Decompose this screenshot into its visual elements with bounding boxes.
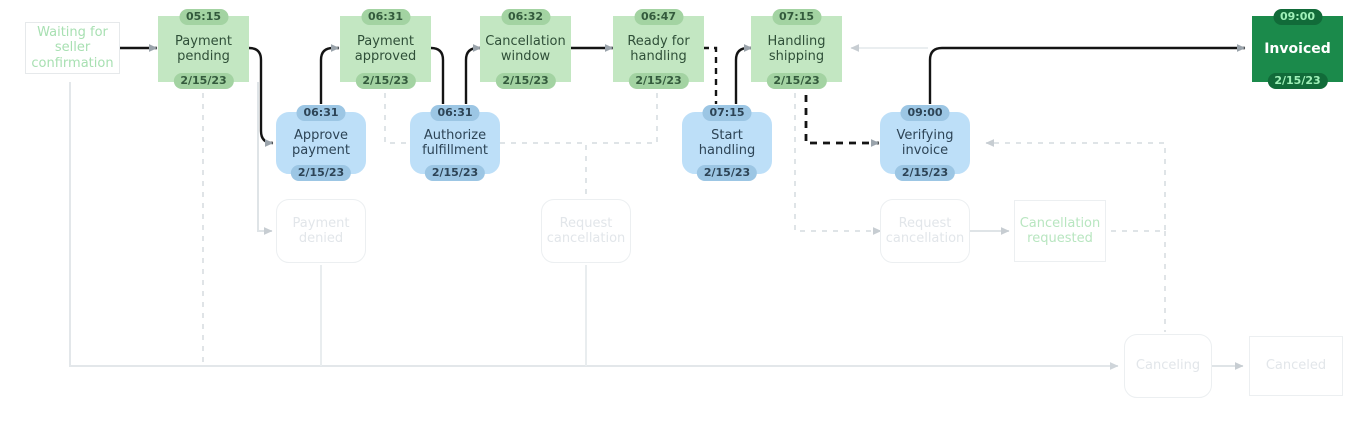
node-label: Canceling [1135,358,1201,374]
node-canceling[interactable]: Canceling [1124,334,1212,398]
date-badge: 2/15/23 [894,165,956,181]
node-label: Request cancellation [885,215,965,246]
node-label: Canceled [1265,358,1327,374]
node-label: Authorize fulfillment [422,127,488,158]
date-badge: 2/15/23 [495,73,556,89]
edge-approve-payment-to-payment-approved [319,44,340,104]
date-badge: 2/15/23 [424,165,486,181]
edge-waiting-to-canceling [69,82,1119,370]
time-badge: 07:15 [771,9,822,25]
time-badge: 05:15 [178,9,229,25]
time-badge: 09:00 [900,105,950,121]
edge-handling-shipping-to-verifying-invoice [804,82,880,147]
node-label: Verifying invoice [896,127,954,158]
edge-start-handling-to-handling-shipping [734,44,753,104]
time-badge: 06:31 [430,105,480,121]
node-label: Cancellation window [485,33,566,64]
time-badge: 06:32 [500,9,551,25]
time-badge: 06:31 [296,105,346,121]
node-label: Start handling [698,127,756,158]
edge-payment-pending-to-approve-payment [248,46,274,147]
node-invoiced[interactable]: 09:00 Invoiced 2/15/23 [1252,9,1343,89]
node-approve-payment[interactable]: 06:31 Approve payment 2/15/23 [276,105,366,181]
edge-payment-pending-to-payment-denied [257,82,273,235]
node-cancellation-requested[interactable]: Cancellation requested [1014,200,1106,262]
node-canceled[interactable]: Canceled [1249,336,1343,396]
node-payment-pending[interactable]: 05:15 Payment pending 2/15/23 [158,9,249,89]
edge-cancellation-window-dashed-to-request-cancellation-1 [586,82,658,144]
node-payment-approved[interactable]: 06:31 Payment approved 2/15/23 [340,9,431,89]
time-badge: 06:47 [633,9,684,25]
node-payment-denied[interactable]: Payment denied [276,199,366,263]
node-start-handling[interactable]: 07:15 Start handling 2/15/23 [682,105,772,181]
node-handling-shipping[interactable]: 07:15 Handling shipping 2/15/23 [751,9,842,89]
edge-verifying-invoice-to-invoiced [928,44,1246,104]
node-waiting-for-seller-confirmation[interactable]: Waiting for seller confirmation [25,22,120,74]
node-label: Request cancellation [546,215,626,246]
date-badge: 2/15/23 [173,73,234,89]
node-request-cancellation-1[interactable]: Request cancellation [541,199,631,263]
date-badge: 2/15/23 [628,73,689,89]
node-label: Handling shipping [767,33,826,64]
node-label: Payment pending [175,33,232,64]
node-request-cancellation-2[interactable]: Request cancellation [880,199,970,263]
date-badge: 2/15/23 [766,73,827,89]
date-badge: 2/15/23 [355,73,416,89]
edge-cancellation-requested-dashed-to-verifying-invoice [985,139,1166,232]
edge-ready-for-handling-to-start-handling [703,46,718,104]
time-badge: 06:31 [360,9,411,25]
time-badge: 07:15 [702,105,752,121]
node-label: Payment denied [292,215,350,246]
edge-payment-approved-to-authorize-fulfillment [430,46,445,104]
node-verifying-invoice[interactable]: 09:00 Verifying invoice 2/15/23 [880,105,970,181]
edge-payment-approved-dashed-to-request-cancellation-1 [384,82,587,196]
date-badge: 2/15/23 [290,165,352,181]
node-label: Ready for handling [627,33,690,64]
time-badge: 09:00 [1272,9,1323,25]
node-label: Invoiced [1264,40,1331,57]
node-ready-for-handling[interactable]: 06:47 Ready for handling 2/15/23 [613,9,704,89]
edge-authorize-fulfillment-to-cancellation-window [464,44,482,104]
node-label: Cancellation requested [1019,215,1101,246]
date-badge: 2/15/23 [1267,73,1328,89]
date-badge: 2/15/23 [696,165,758,181]
node-label: Approve payment [292,127,350,158]
node-authorize-fulfillment[interactable]: 06:31 Authorize fulfillment 2/15/23 [410,105,500,181]
node-cancellation-window[interactable]: 06:32 Cancellation window 2/15/23 [480,9,571,89]
edge-handling-shipping-dashed-to-request-cancellation-2 [794,82,882,235]
node-label: Payment approved [354,33,417,64]
node-label: Waiting for seller confirmation [31,25,114,71]
